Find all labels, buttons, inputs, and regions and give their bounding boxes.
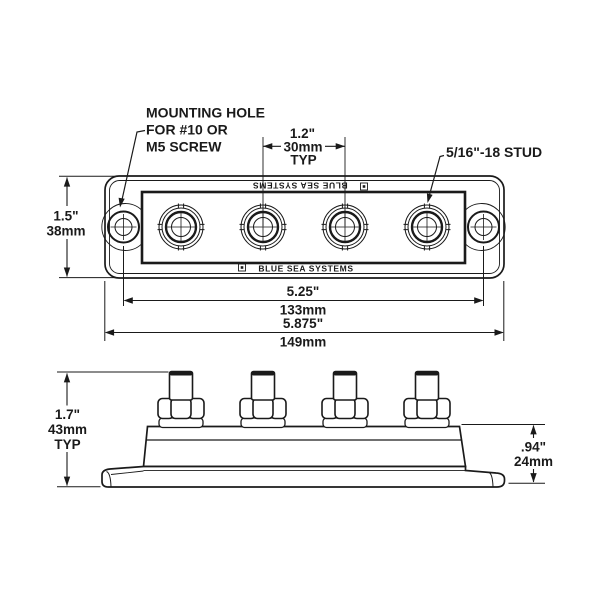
bar-width-inch: 1.5" [53, 209, 78, 224]
pitch-typ: TYP [290, 153, 316, 168]
hole-spacing-extension-lines [123, 246, 484, 306]
busbar-body-side [142, 425, 467, 468]
dim-stud-pitch: 1.2" 30mm TYP [262, 126, 346, 226]
overall-height-typ: TYP [54, 437, 80, 452]
blue-sea-logo-dot [362, 185, 366, 188]
pitch-arrow-right [335, 143, 345, 150]
hole-spacing-metric: 133mm [280, 303, 327, 318]
mounting-hole-label-line3: M5 SCREW [146, 139, 222, 155]
baseplate-bevel-lines [110, 470, 466, 475]
bar-width-metric: 38mm [46, 224, 85, 239]
mounting-hole-label-line2: FOR #10 OR [146, 122, 228, 138]
side-view [101, 370, 506, 488]
mounting-hole-label-line1: MOUNTING HOLE [146, 105, 265, 121]
mounting-hole-leader-arrowhead [118, 197, 125, 208]
overall-length-inch: 5.875" [283, 316, 323, 331]
bar-width-arrow-down [63, 267, 71, 277]
top-view: BLUE SEA SYSTEMS BLUE SEA SYSTEMS [101, 175, 506, 279]
base-height-inch: .94" [521, 440, 546, 455]
brand-label-top: BLUE SEA SYSTEMS [252, 181, 347, 191]
overall-length-extension-lines [104, 281, 505, 341]
pitch-metric: 30mm [283, 140, 322, 155]
base-height-extension-lines [461, 424, 545, 484]
blue-sea-logo-icon [360, 182, 368, 191]
callout-mounting-hole: MOUNTING HOLE FOR #10 OR M5 SCREW [118, 105, 265, 208]
baseplate-right-cap-seam [488, 472, 494, 487]
overall-length-arrow-right [494, 329, 504, 336]
base-height-arrow-down [530, 473, 537, 483]
blue-sea-logo-icon [238, 263, 246, 272]
dim-bar-width: 1.5" 38mm [44, 175, 118, 279]
hole-spacing-arrow-right [474, 297, 484, 304]
bar-width-arrow-up [63, 177, 71, 187]
busbar-baseplate-side [101, 465, 506, 488]
stud-leader-line [427, 154, 445, 199]
pitch-arrow-left [263, 143, 273, 150]
base-height-metric: 24mm [514, 454, 553, 469]
dim-base-height: .94" 24mm [461, 424, 557, 484]
dim-hole-spacing: 5.25" 133mm [123, 246, 484, 318]
overall-height-arrow-down [63, 476, 71, 486]
dim-overall-height: 1.7" 43mm TYP [43, 371, 169, 488]
brand-label-bottom: BLUE SEA SYSTEMS [258, 263, 353, 273]
brand-text-bottom: BLUE SEA SYSTEMS [238, 263, 353, 273]
mounting-hole-right [467, 210, 500, 244]
base-height-arrow-up [530, 425, 537, 435]
baseplate-left-cap-seam [106, 471, 112, 487]
stud-leader-arrowhead [426, 193, 433, 203]
stud-label: 5/16"-18 STUD [446, 144, 542, 160]
callout-stud: 5/16"-18 STUD [426, 144, 542, 203]
brand-text-top: BLUE SEA SYSTEMS [252, 181, 368, 191]
mounting-hole-left [107, 210, 140, 244]
overall-height-arrow-up [63, 373, 71, 383]
left-hole-fillet-arc [101, 203, 144, 251]
right-hole-fillet-arc [463, 203, 506, 251]
hole-spacing-arrow-left [123, 297, 133, 304]
dim-overall-length: 5.875" 149mm [104, 281, 505, 350]
bar-width-extension-lines [59, 175, 118, 279]
overall-length-metric: 149mm [280, 335, 327, 350]
overall-length-arrow-left [104, 329, 115, 336]
overall-height-inch: 1.7" [55, 407, 80, 422]
overall-height-extension-lines [57, 371, 169, 488]
stud-centerlines [262, 137, 346, 226]
hole-spacing-inch: 5.25" [287, 284, 320, 299]
pitch-inch: 1.2" [290, 126, 315, 141]
overall-height-metric: 43mm [48, 422, 87, 437]
mounting-hole-leader-line [120, 129, 146, 203]
blue-sea-logo-dot [240, 266, 244, 269]
